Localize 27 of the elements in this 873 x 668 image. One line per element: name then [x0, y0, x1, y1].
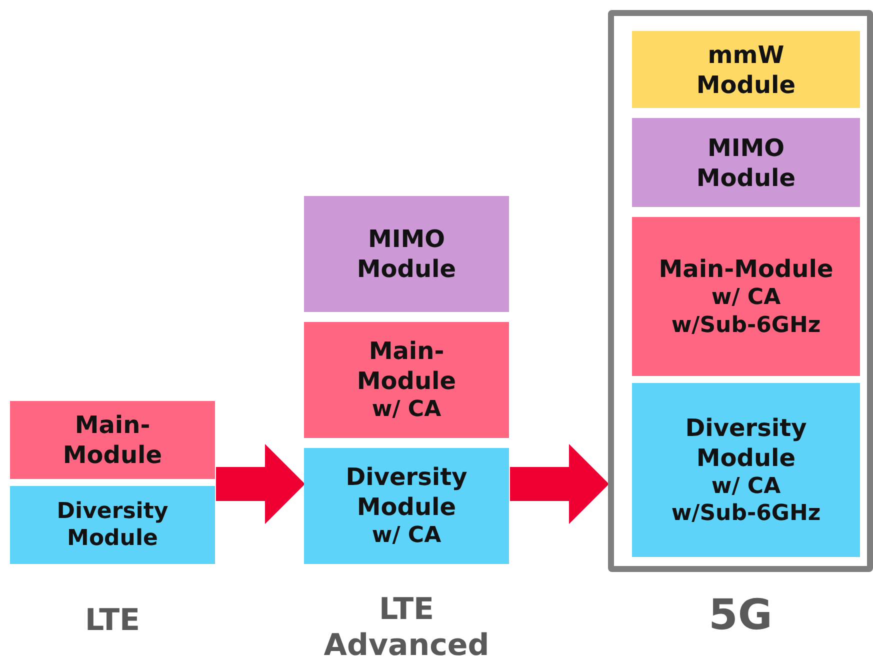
module-name: Diversity Module	[684, 412, 808, 472]
module-box	[632, 118, 860, 207]
module-name: Main-Module	[356, 336, 458, 396]
generation-label: LTE	[84, 603, 140, 639]
module-spec: w/ CA w/Sub-6GHz	[670, 472, 822, 528]
module-name: Diversity Module	[56, 498, 170, 552]
module-box	[304, 322, 509, 438]
module-spec: w/ CA w/Sub-6GHz	[670, 284, 822, 339]
module-name: Main-Module	[658, 254, 834, 284]
block-arrow	[216, 444, 305, 524]
module-spec: w/ CA	[372, 396, 442, 424]
module-box	[632, 383, 860, 557]
block-arrow	[510, 444, 609, 524]
module-box	[632, 217, 860, 376]
generation-label: 5G	[708, 590, 772, 640]
module-name: mmW Module	[695, 40, 797, 100]
module-name: MIMO Module	[356, 224, 458, 284]
module-box	[304, 448, 509, 564]
module-name: MIMO Module	[695, 132, 797, 192]
module-name: Main-Module	[62, 410, 164, 470]
module-spec: w/ CA	[372, 522, 442, 550]
module-box	[10, 401, 215, 479]
module-box	[10, 486, 215, 564]
module-name: Diversity Module	[344, 462, 468, 522]
module-box	[632, 31, 860, 108]
module-box	[304, 196, 509, 312]
generation-label: LTE Advanced	[322, 592, 490, 664]
